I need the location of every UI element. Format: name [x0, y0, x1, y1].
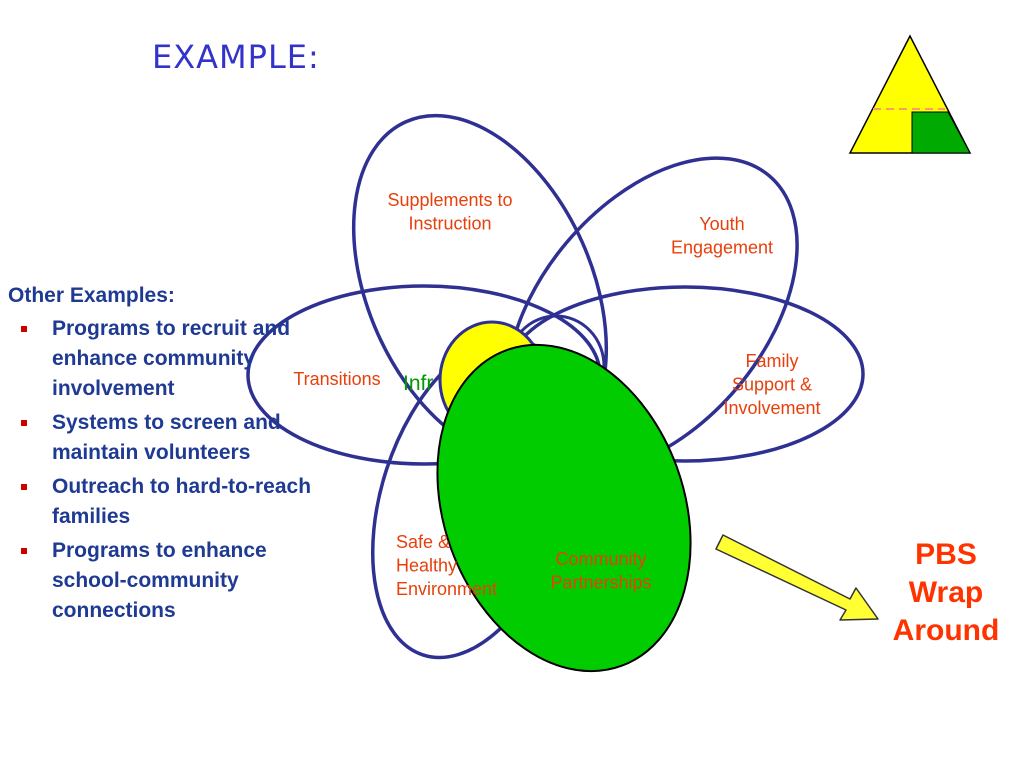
slide-title: EXAMPLE: — [152, 38, 320, 76]
pbs-triangle-icon — [848, 34, 972, 154]
label-center-fragment: Infr — [403, 372, 433, 395]
list-item: Systems to screen and maintain volunteer… — [8, 408, 328, 468]
pbs-line-2: Wrap — [908, 576, 984, 609]
other-examples-heading: Other Examples: — [8, 284, 175, 307]
petal-community — [436, 343, 692, 673]
pbs-line-3: Around — [892, 614, 1000, 647]
list-item: Programs to recruit and enhance communit… — [8, 314, 328, 404]
list-item: Outreach to hard-to-reach families — [8, 472, 328, 532]
wrap-around-arrow — [715, 534, 879, 621]
other-examples: Other Examples: Programs to recruit and … — [8, 284, 328, 630]
label-transitions: Transitions — [293, 369, 380, 389]
pbs-line-1: PBS — [915, 538, 977, 571]
other-examples-list: Programs to recruit and enhance communit… — [8, 314, 328, 626]
list-item: Programs to enhance school-community con… — [8, 536, 328, 626]
pbs-wrap-around-label: PBS Wrap Around — [876, 536, 1016, 650]
